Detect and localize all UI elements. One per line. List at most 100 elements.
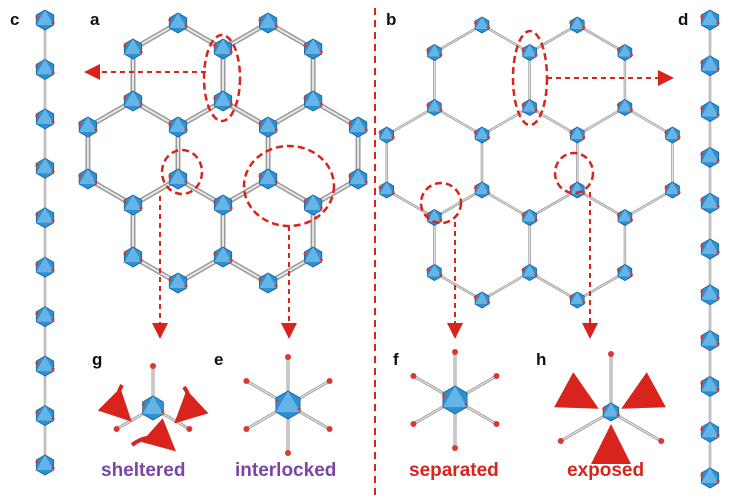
cluster-facet	[124, 247, 142, 262]
oxygen-atom	[716, 342, 720, 346]
terminal-atom	[326, 426, 333, 432]
oxygen-atom	[716, 113, 720, 117]
oxygen-atom	[78, 174, 82, 178]
linker-highlight	[529, 24, 578, 53]
oxygen-atom	[426, 103, 430, 107]
terminal-atom	[452, 349, 458, 355]
oxygen-atom	[35, 15, 39, 19]
oxygen-atom	[616, 48, 621, 52]
oxygen-atom	[274, 284, 278, 288]
oxygen-atom	[426, 268, 430, 272]
oxygen-atom	[139, 206, 143, 210]
oxygen-atom	[51, 318, 55, 322]
oxygen-atom	[582, 190, 586, 194]
oxygen-atom	[582, 25, 586, 29]
motif-g-sheltered-node	[113, 363, 193, 432]
oxygen-atom	[486, 300, 490, 304]
cluster-facet	[618, 264, 632, 277]
cluster-facet	[169, 273, 187, 288]
linker-highlight	[481, 189, 530, 218]
panel-label-a: a	[90, 10, 100, 29]
cluster-facet	[427, 44, 442, 57]
terminal-atom	[608, 351, 614, 357]
motif-h-exposed-node	[557, 351, 665, 444]
cluster-facet	[379, 182, 394, 194]
terminal-atom	[113, 426, 120, 432]
cluster-facet	[36, 10, 54, 25]
linker-highlight	[481, 107, 530, 136]
cluster-facet	[427, 209, 442, 222]
oxygen-atom	[184, 24, 188, 28]
oxygen-atom	[184, 128, 188, 132]
cluster-facet	[701, 10, 719, 25]
linker-highlight	[624, 189, 673, 218]
oxygen-atom	[716, 479, 720, 483]
linker-highlight	[434, 189, 483, 218]
oxygen-atom	[364, 180, 368, 184]
cluster-facet	[701, 147, 719, 163]
caption-separated: separated	[409, 460, 499, 481]
oxygen-atom	[51, 120, 55, 124]
oxygen-atom	[629, 273, 633, 277]
cluster-facet	[259, 117, 277, 132]
oxygen-atom	[582, 300, 586, 304]
cluster-facet	[36, 158, 54, 174]
oxygen-atom	[229, 102, 233, 106]
panel-label-c: c	[10, 10, 20, 29]
oxygen-atom	[391, 190, 395, 194]
oxygen-atom	[123, 44, 127, 48]
oxygen-atom	[184, 180, 188, 184]
oxygen-atom	[378, 186, 382, 190]
framework-a-interpenetrated	[78, 12, 368, 294]
oxygen-atom	[716, 250, 720, 254]
oxygen-atom	[94, 180, 98, 184]
oxygen-atom	[35, 64, 39, 69]
oxygen-atom	[534, 218, 538, 222]
terminal-atom	[493, 421, 500, 427]
oxygen-atom	[168, 122, 172, 126]
motif-f-separated-node	[410, 349, 500, 451]
oxygen-atom	[51, 219, 55, 223]
cluster-facet	[142, 396, 164, 414]
linker-highlight	[577, 107, 626, 136]
oxygen-atom	[700, 473, 704, 477]
cluster-facet	[36, 257, 54, 273]
caption-sheltered: sheltered	[101, 460, 186, 481]
oxygen-atom	[700, 290, 704, 294]
oxygen-atom	[319, 102, 323, 106]
cluster-facet	[124, 91, 142, 106]
oxygen-atom	[258, 122, 262, 126]
cluster-facet	[259, 169, 277, 184]
oxygen-atom	[439, 53, 443, 57]
oxygen-atom	[700, 336, 704, 340]
cluster-facet	[259, 13, 277, 28]
oxygen-atom	[664, 131, 668, 135]
oxygen-atom	[439, 108, 443, 112]
oxygen-atom	[364, 128, 368, 132]
linker-highlight	[529, 107, 578, 136]
terminal-atom	[150, 363, 156, 369]
oxygen-atom	[35, 410, 39, 415]
oxygen-atom	[700, 381, 704, 385]
oxygen-atom	[303, 252, 307, 256]
curved-arrow-g-left	[97, 383, 132, 422]
oxygen-atom	[35, 361, 39, 365]
cluster-facet	[701, 239, 719, 254]
oxygen-atom	[486, 135, 490, 139]
cluster-facet	[349, 117, 367, 132]
oxygen-atom	[229, 50, 233, 54]
highlight-ellipse-b-node-right	[553, 151, 595, 195]
cluster-facet	[701, 55, 719, 71]
oxygen-atom	[464, 402, 468, 406]
oxygen-atom	[378, 131, 382, 135]
cluster-facet	[701, 330, 719, 346]
cluster-facet	[79, 169, 97, 184]
linker-highlight	[434, 107, 483, 136]
oxygen-atom	[258, 278, 262, 282]
linker-highlight	[529, 189, 578, 218]
oxygen-atom	[474, 296, 478, 300]
terminal-atom	[557, 438, 564, 444]
linker-highlight	[434, 24, 483, 53]
oxygen-atom	[582, 135, 586, 139]
caption-interlocked: interlocked	[235, 460, 337, 481]
